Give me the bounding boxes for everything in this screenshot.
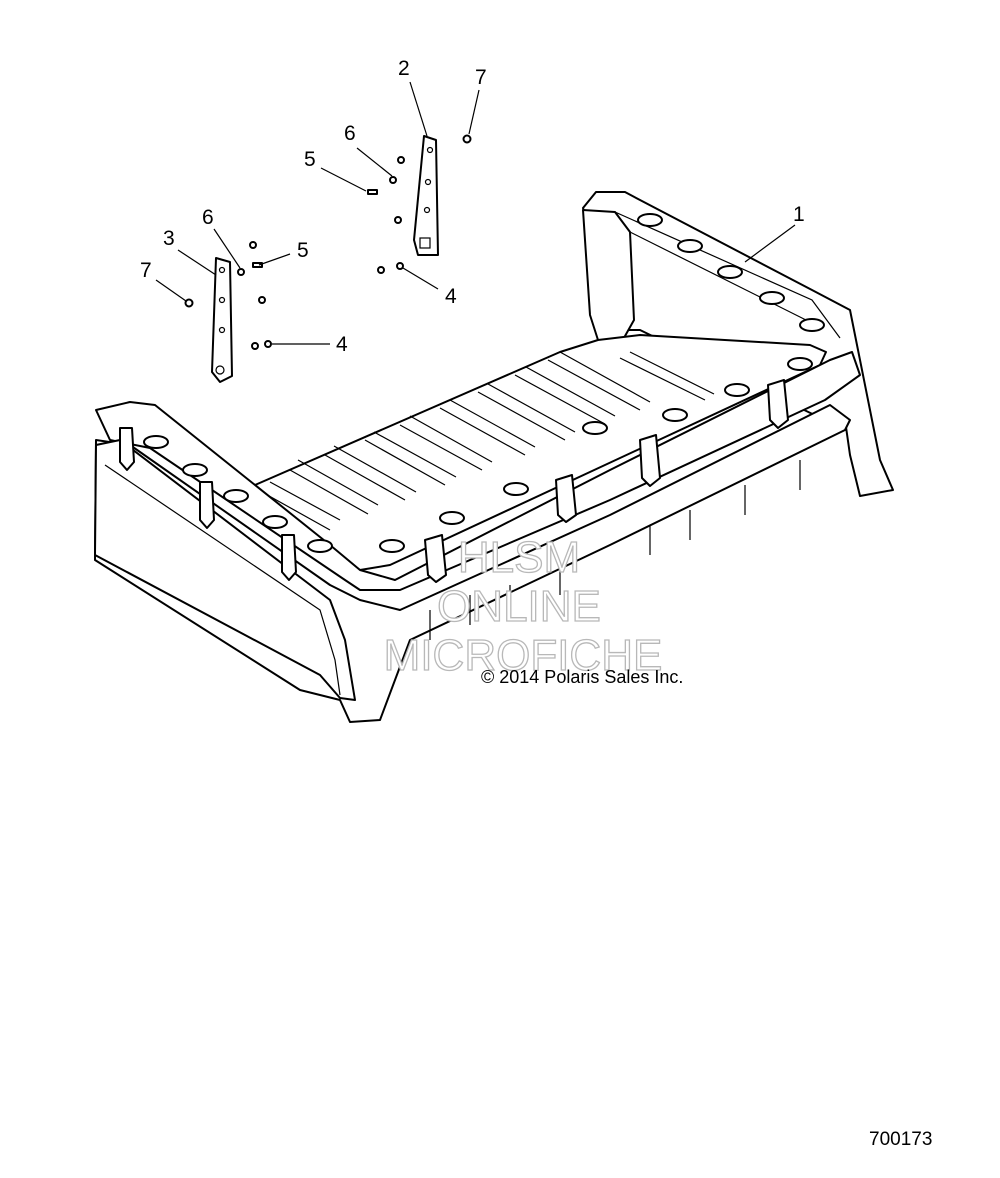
- tie-down-hooks: [119, 379, 789, 583]
- watermark-line-3: MICROFICHE: [384, 631, 663, 680]
- callout-labels: 1 2 3 4 4 5 5 6 6 7 7: [140, 57, 805, 356]
- figure-id: 700173: [869, 1129, 932, 1150]
- callout-6-upper: 6: [344, 122, 356, 145]
- stake-pockets: [143, 213, 825, 553]
- callout-6-lower: 6: [202, 206, 214, 229]
- floor-ribs: [261, 351, 715, 531]
- callout-4-upper: 4: [445, 285, 457, 308]
- callout-7-lower: 7: [140, 259, 152, 282]
- callout-1: 1: [793, 203, 805, 226]
- bracket-part-2: [413, 135, 439, 256]
- callout-2: 2: [398, 57, 410, 80]
- copyright-notice: © 2014 Polaris Sales Inc.: [481, 667, 683, 687]
- callout-5-upper: 5: [304, 148, 316, 171]
- callout-7-upper: 7: [475, 66, 487, 89]
- watermark-line-1: HLSM: [458, 533, 580, 582]
- fasteners: [184, 134, 472, 350]
- watermark: HLSM ONLINE MICROFICHE: [383, 532, 663, 680]
- leader-lines: [155, 81, 796, 345]
- callout-3: 3: [163, 227, 175, 250]
- callout-4-lower: 4: [336, 333, 348, 356]
- cargo-box: [94, 191, 894, 723]
- callout-5-lower: 5: [297, 239, 309, 262]
- watermark-line-2: ONLINE: [437, 582, 601, 631]
- bracket-part-3: [211, 257, 233, 383]
